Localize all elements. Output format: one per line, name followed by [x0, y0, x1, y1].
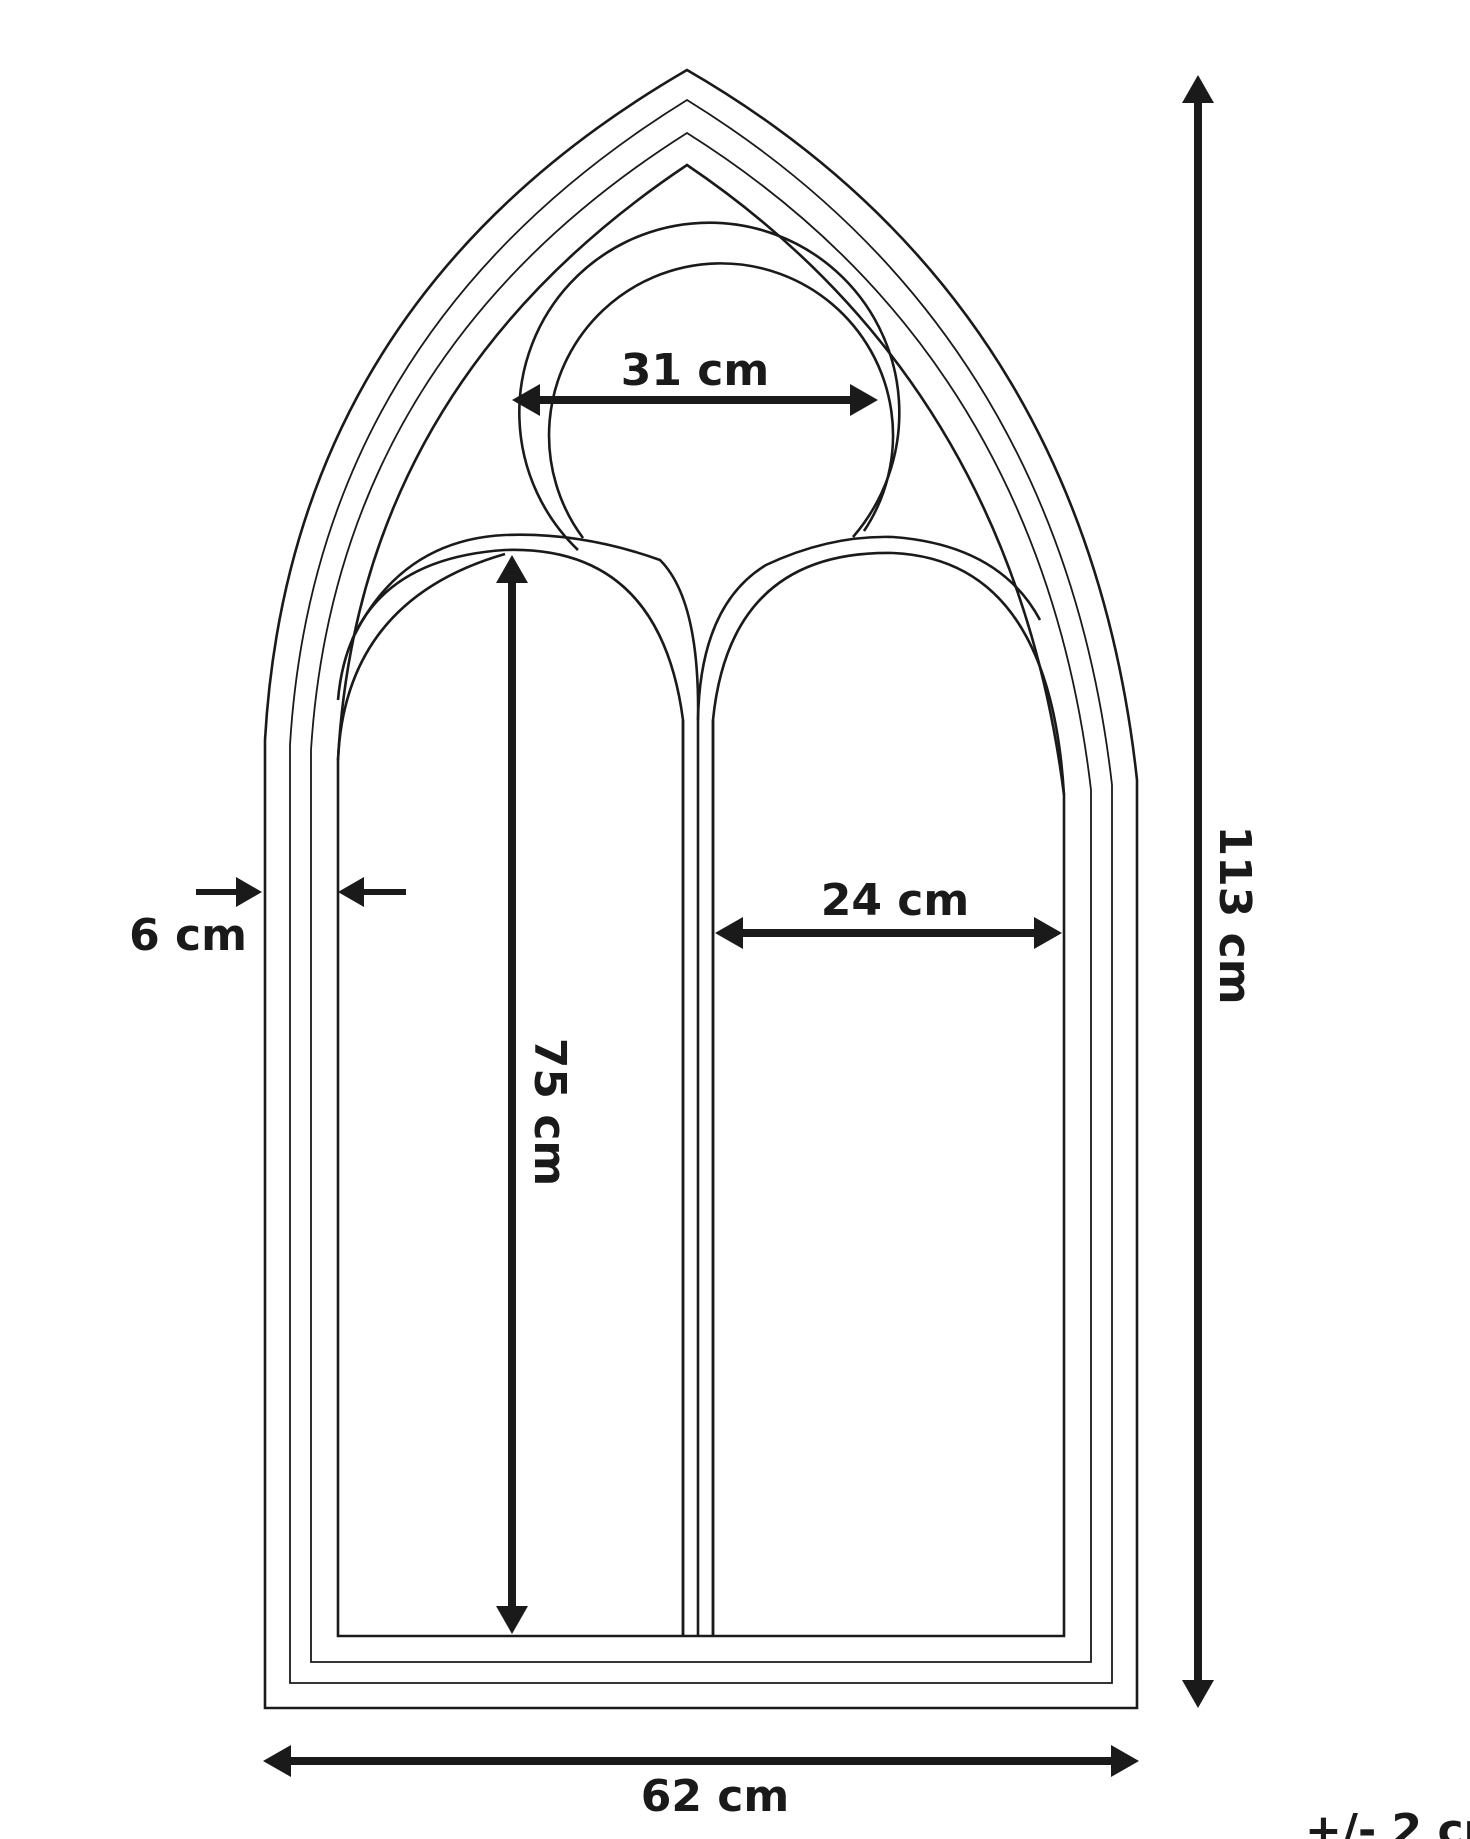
frame-line-2: [289, 98, 1113, 1684]
circle-width-arrow-right: [850, 384, 878, 416]
dimension-lines: [196, 75, 1214, 1777]
dimension-labels: 31 cm 24 cm 6 cm 75 cm 113 cm 62 cm +/- …: [129, 345, 1470, 1839]
circle-width-label: 31 cm: [621, 345, 769, 396]
total-width-arrow-right: [1111, 1745, 1139, 1777]
circle-width-arrow-left: [512, 384, 540, 416]
frame-line-3: [310, 131, 1092, 1663]
outer-frame-outline: [263, 68, 1139, 1710]
total-width-label: 62 cm: [641, 1771, 789, 1822]
panel-height-arrow-bottom: [496, 1606, 528, 1634]
tracery: [336, 221, 1066, 1636]
left-arch-inner: [336, 548, 685, 1636]
total-height-arrow-top: [1182, 75, 1214, 103]
total-width-arrow-left: [263, 1745, 291, 1777]
right-arch-outer: [696, 535, 1042, 721]
panel-height-label: 75 cm: [524, 1038, 575, 1186]
panel-width-label: 24 cm: [821, 875, 969, 926]
thickness-arrow-left: [236, 877, 262, 907]
right-arch-inner: [711, 551, 1066, 1636]
panel-width-arrow-right: [1034, 917, 1062, 949]
panel-width-arrow-left: [715, 917, 743, 949]
circle-outer: [518, 221, 901, 551]
left-arch-outer: [350, 533, 700, 721]
panel-height-arrow-top: [496, 555, 528, 583]
total-height-arrow-bottom: [1182, 1680, 1214, 1708]
total-height-label: 113 cm: [1209, 825, 1260, 1004]
tolerance-label: +/- 2 cm: [1305, 1805, 1470, 1839]
circle-inner: [547, 262, 895, 539]
left-arch-inner-2: [336, 552, 506, 761]
thickness-arrow-right: [338, 877, 364, 907]
frame-thickness-label: 6 cm: [129, 910, 247, 961]
